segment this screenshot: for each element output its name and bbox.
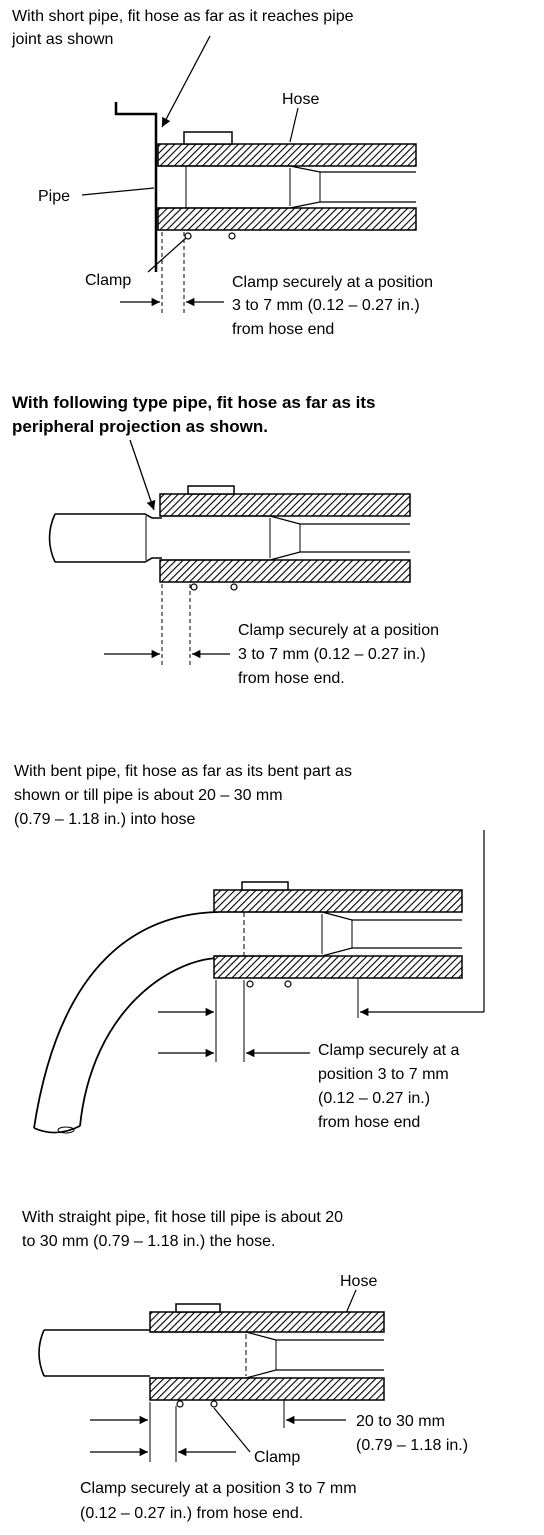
label-clamp: Clamp	[254, 1449, 300, 1466]
pipe-outline-bottom	[55, 557, 162, 563]
section-following-pipe: With following type pipe, fit hose as fa…	[12, 393, 439, 687]
section3-note-line3: (0.12 – 0.27 in.)	[318, 1090, 430, 1107]
clamp-band	[187, 485, 235, 495]
section1-note-line2: 3 to 7 mm (0.12 – 0.27 in.)	[232, 297, 420, 314]
section2-note-line1: Clamp securely at a position	[238, 622, 439, 639]
section1-note-line3: from hose end	[232, 321, 334, 338]
clamp-leader	[147, 237, 187, 273]
pipe-cut-end	[38, 1329, 45, 1377]
hose-assembly	[149, 1303, 385, 1408]
section3-heading-line3: (0.79 – 1.18 in.) into hose	[14, 811, 196, 828]
bent-pipe-outer	[33, 911, 219, 1129]
label-hose: Hose	[282, 91, 319, 108]
hose-leader	[289, 107, 299, 143]
section-straight-pipe: With straight pipe, fit hose till pipe i…	[22, 1209, 468, 1522]
section4-heading-line2: to 30 mm (0.79 – 1.18 in.) the hose.	[22, 1233, 275, 1250]
section3-heading-line1: With bent pipe, fit hose as far as its b…	[14, 763, 352, 780]
section-bent-pipe: With bent pipe, fit hose as far as its b…	[14, 763, 485, 1134]
section-short-pipe: With short pipe, fit hose as far as it r…	[11, 8, 433, 338]
section3-note-line2: position 3 to 7 mm	[318, 1066, 449, 1083]
hose-assembly	[213, 881, 463, 988]
section4-note-line1: Clamp securely at a position 3 to 7 mm	[80, 1480, 357, 1497]
label-pipe: Pipe	[38, 188, 70, 205]
section2-heading-line1: With following type pipe, fit hose as fa…	[12, 393, 376, 412]
pipe-cut-end	[48, 513, 56, 563]
clamp-band	[241, 881, 289, 891]
section3-note-line4: from hose end	[318, 1114, 420, 1131]
dim-line2: (0.79 – 1.18 in.)	[356, 1437, 468, 1454]
section2-heading-line2: peripheral projection as shown.	[12, 417, 268, 436]
hose-assembly	[157, 131, 417, 240]
clamp-leader	[213, 1407, 251, 1453]
section3-note-line1: Clamp securely at a	[318, 1042, 459, 1059]
label-clamp: Clamp	[85, 272, 131, 289]
section1-note-line1: Clamp securely at a position	[232, 274, 433, 291]
dim-line1: 20 to 30 mm	[356, 1413, 445, 1430]
section4-heading-line1: With straight pipe, fit hose till pipe i…	[22, 1209, 343, 1226]
clamp-band	[183, 131, 233, 145]
pipe-leader	[81, 187, 155, 196]
section1-leader-arrow	[161, 35, 211, 128]
label-hose: Hose	[340, 1273, 377, 1290]
pipe-outline-top	[55, 513, 162, 519]
section3-heading-line2: shown or till pipe is about 20 – 30 mm	[14, 787, 283, 804]
section2-note-line3: from hose end.	[238, 670, 345, 687]
section2-leader-arrow	[129, 439, 156, 511]
bent-pipe-inner	[79, 957, 219, 1127]
pipe-wall	[114, 102, 158, 272]
hose-assembly	[145, 485, 411, 591]
section1-heading-line1: With short pipe, fit hose as far as it r…	[12, 8, 354, 25]
bent-pipe-end	[33, 1125, 81, 1134]
clamp-band	[175, 1303, 221, 1313]
section1-heading-line2: joint as shown	[11, 31, 113, 48]
section2-note-line2: 3 to 7 mm (0.12 – 0.27 in.)	[238, 646, 426, 663]
section4-note-line2: (0.12 – 0.27 in.) from hose end.	[80, 1505, 303, 1522]
